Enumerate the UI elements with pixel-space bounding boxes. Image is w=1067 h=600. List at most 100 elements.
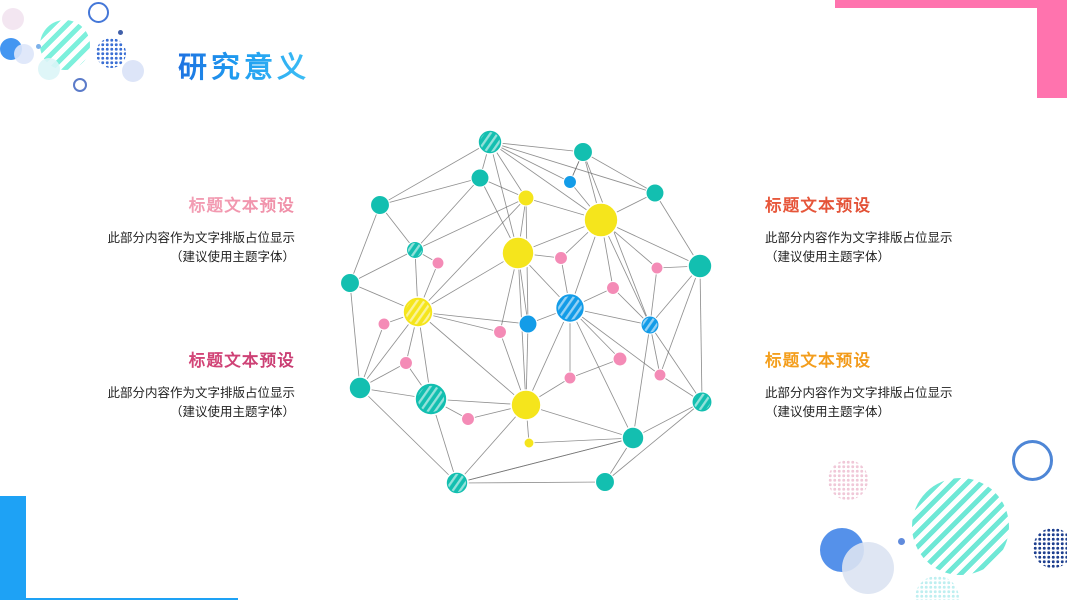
network-node-yellow: [501, 236, 535, 270]
network-node-hatch: [558, 296, 582, 320]
dotted-circle-cyan-pale: [915, 576, 959, 600]
network-edge: [569, 307, 634, 439]
pale-circle-lavender: [842, 542, 894, 594]
network-node-pink: [431, 256, 445, 270]
network-graph-svg: [339, 129, 713, 495]
network-node-yellow: [583, 202, 619, 238]
network-node-hatch: [642, 317, 658, 333]
network-node-pink: [605, 280, 621, 296]
block-line-2: （建议使用主题字体）: [169, 250, 295, 265]
network-edge: [417, 311, 529, 325]
network-edge: [359, 311, 419, 389]
outline-circle-blue: [88, 2, 109, 23]
network-edge: [489, 141, 571, 183]
network-edge: [417, 311, 527, 406]
network-edge: [659, 265, 701, 376]
network-node-teal: [470, 168, 490, 188]
network-edge: [528, 437, 634, 444]
network-node-hatch: [447, 473, 467, 493]
block-line-2: （建议使用主题字体）: [765, 405, 891, 420]
network-node-teal: [645, 183, 665, 203]
network-edge: [489, 141, 519, 254]
network-node-blue: [562, 174, 578, 190]
network-edge: [414, 197, 527, 251]
block-line-2: （建议使用主题字体）: [765, 250, 891, 265]
network-node-pink: [653, 368, 667, 382]
dotted-circle-navy: [1033, 528, 1067, 568]
network-node-blue: [518, 314, 538, 334]
network-edge: [456, 481, 606, 484]
network-node-pink: [460, 411, 476, 427]
network-node-teal: [369, 194, 391, 216]
network-edge: [489, 141, 656, 194]
text-block-bottom-left: 标题文本预设 此部分内容作为文字排版占位显示 （建议使用主题字体）: [0, 347, 295, 423]
pale-circle-blue: [14, 44, 34, 64]
network-node-pink: [553, 250, 569, 266]
network-edge: [359, 387, 458, 484]
block-line-1: 此部分内容作为文字排版占位显示: [107, 231, 295, 245]
network-edge: [349, 282, 361, 389]
network-node-pink: [612, 351, 628, 367]
dot-small-blue: [898, 538, 905, 545]
network-edge: [525, 404, 634, 439]
striped-circle-cyan-large: [912, 478, 1009, 575]
network-edge: [349, 204, 381, 284]
network-node-teal: [572, 141, 594, 163]
text-block-top-right: 标题文本预设 此部分内容作为文字排版占位显示 （建议使用主题字体）: [765, 192, 1065, 268]
block-heading: 标题文本预设: [765, 192, 1065, 216]
pale-circle-pink: [2, 8, 24, 30]
network-edge: [582, 151, 656, 194]
network-edge: [699, 265, 703, 403]
network-edge: [414, 177, 481, 251]
network-edge: [654, 192, 701, 267]
network-edge: [600, 219, 651, 326]
network-node-yellow: [523, 437, 535, 449]
blue-corner-bracket: [0, 496, 238, 600]
network-edge: [417, 197, 527, 313]
network-edge: [600, 219, 701, 267]
network-node-pink: [377, 317, 391, 331]
dotted-circle-pink-pale: [828, 460, 868, 500]
network-edge: [569, 358, 621, 379]
block-heading: 标题文本预设: [0, 192, 295, 216]
network-node-hatch: [480, 132, 500, 152]
network-edge: [649, 324, 703, 403]
network-edge: [632, 324, 651, 439]
network-edge: [632, 401, 703, 439]
network-node-hatch: [408, 243, 422, 257]
network-node-pink: [563, 371, 577, 385]
block-line-1: 此部分内容作为文字排版占位显示: [107, 386, 295, 400]
pale-circle-lavender: [122, 60, 144, 82]
block-heading: 标题文本预设: [765, 347, 1065, 371]
network-node-pink: [398, 355, 414, 371]
network-node-teal: [621, 426, 645, 450]
network-nodes: [339, 129, 713, 495]
network-edge: [379, 141, 491, 206]
network-edge: [417, 252, 519, 313]
network-edge: [349, 249, 416, 284]
network-edge: [456, 437, 634, 484]
outline-circle-blue-large: [1012, 440, 1053, 481]
network-node-teal: [687, 253, 713, 279]
block-line-1: 此部分内容作为文字排版占位显示: [765, 231, 953, 245]
outline-circle-small: [73, 78, 87, 92]
network-edge: [649, 267, 658, 326]
network-edge: [489, 141, 584, 153]
pale-circle-cyan: [38, 58, 60, 80]
dotted-circle-blue: [96, 38, 126, 68]
network-node-hatch: [417, 385, 445, 413]
text-block-bottom-right: 标题文本预设 此部分内容作为文字排版占位显示 （建议使用主题字体）: [765, 347, 1065, 423]
network-node-pink: [650, 261, 664, 275]
network-edge: [525, 307, 571, 406]
network-node-teal: [594, 471, 616, 493]
network-edge: [456, 404, 527, 484]
network-edge: [569, 307, 661, 376]
network-edge: [604, 401, 703, 483]
network-node-yellow: [510, 389, 542, 421]
block-line-1: 此部分内容作为文字排版占位显示: [765, 386, 953, 400]
network-node-yellow: [517, 189, 535, 207]
text-block-top-left: 标题文本预设 此部分内容作为文字排版占位显示 （建议使用主题字体）: [0, 192, 295, 268]
page-title: 研究意义: [178, 44, 310, 86]
network-edge: [649, 265, 701, 326]
